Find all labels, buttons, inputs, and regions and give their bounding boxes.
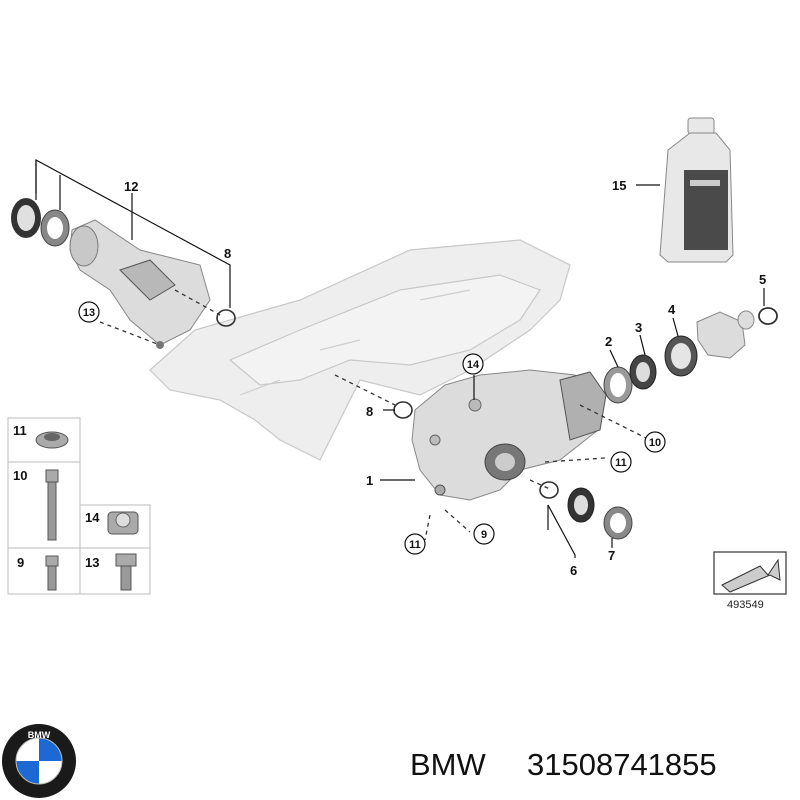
- callout-15: 15: [612, 178, 626, 193]
- callout-7: 7: [608, 548, 615, 563]
- o-ring-8-lower: [393, 401, 413, 419]
- leader-12: [35, 158, 231, 280]
- footer-part-number: 31508741855: [527, 747, 717, 782]
- svg-text:BMW: BMW: [28, 730, 51, 740]
- callout-8-lower: 8: [366, 404, 373, 419]
- svg-text:9: 9: [481, 529, 487, 541]
- callout-1: 1: [366, 473, 373, 488]
- legend-label-11: 11: [13, 423, 27, 438]
- o-ring-8-upper: [216, 309, 236, 327]
- reference-symbol: 493549: [713, 551, 787, 611]
- bmw-logo: BMW: [2, 724, 76, 798]
- callout-6: 6: [570, 563, 577, 578]
- legend-label-10: 10: [13, 468, 27, 483]
- fastener-legend: 11 10 14 9 13: [7, 417, 151, 595]
- footer-brand: BMW: [410, 747, 487, 782]
- legend-label-9: 9: [17, 555, 24, 570]
- part-1-differential: [411, 369, 607, 501]
- callout-9-circled: 9: [473, 523, 495, 545]
- svg-text:10: 10: [649, 437, 661, 449]
- part-12-bracket: [11, 198, 211, 349]
- svg-text:14: 14: [467, 359, 480, 371]
- callout-11-right-circled: 11: [610, 451, 632, 473]
- callout-4: 4: [668, 302, 676, 317]
- svg-text:11: 11: [615, 457, 627, 469]
- callout-5: 5: [759, 272, 766, 287]
- callout-14-circled: 14: [462, 353, 484, 375]
- parts-2-5-seals: [603, 307, 778, 404]
- callout-8-upper: 8: [224, 246, 231, 261]
- callout-2: 2: [605, 334, 612, 349]
- legend-label-13: 13: [85, 555, 99, 570]
- callout-10-circled: 10: [644, 431, 666, 453]
- callout-12: 12: [124, 179, 138, 194]
- svg-text:11: 11: [409, 539, 421, 551]
- svg-text:13: 13: [83, 307, 95, 319]
- part-15-oil-bottle: [659, 117, 734, 263]
- callout-11-left-circled: 11: [404, 533, 426, 555]
- callout-13-circled: 13: [78, 301, 100, 323]
- parts-6-7-seals: [567, 487, 633, 540]
- o-ring-small: [539, 481, 559, 499]
- callout-3: 3: [635, 320, 642, 335]
- reference-code: 493549: [727, 599, 764, 611]
- oil-pan-ghost: [149, 239, 571, 461]
- legend-label-14: 14: [85, 510, 100, 525]
